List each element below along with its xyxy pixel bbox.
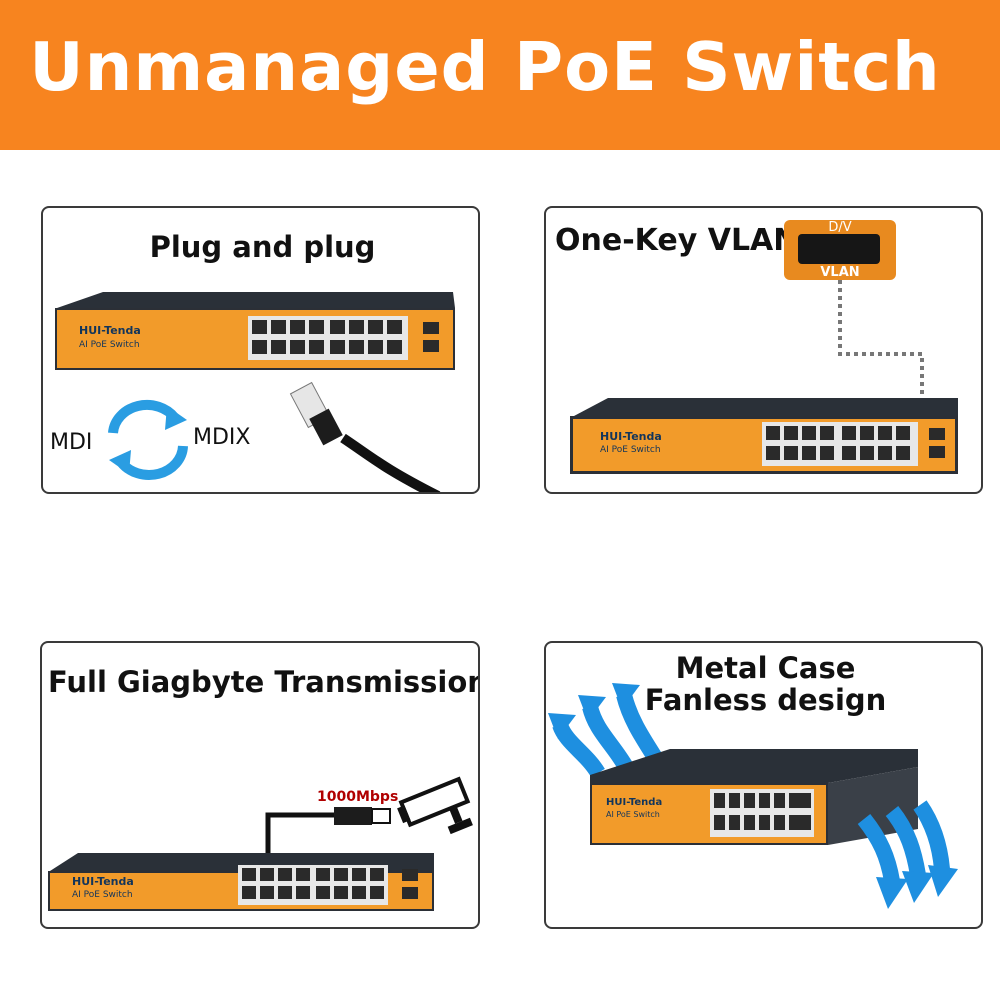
title-banner: Unmanaged PoE Switch — [0, 0, 1000, 150]
switch-model-3: AI PoE Switch — [72, 890, 133, 900]
switch-image-2: HUI-Tenda AI PoE Switch — [570, 280, 958, 474]
switch-brand-2: HUI-Tenda — [600, 430, 662, 443]
switch-model-2: AI PoE Switch — [600, 445, 661, 455]
switch-image-1: HUI-Tenda AI PoE Switch — [55, 292, 455, 492]
vlan-switch-bottom-label: VLAN — [820, 265, 860, 280]
switch-brand-1: HUI-Tenda — [79, 324, 141, 337]
panel-title-metal-line1: Metal Case — [675, 651, 856, 685]
panel-title-vlan: One-Key VLAN — [555, 223, 799, 258]
panel-title-plug: Plug and plug — [149, 230, 376, 264]
switch-image-4: HUI-Tenda AI PoE Switch — [548, 683, 958, 909]
panel-one-key-vlan: One-Key VLAN D/V VLAN HUI-Tenda AI PoE S… — [544, 206, 983, 494]
banner-title: Unmanaged PoE Switch — [29, 28, 941, 106]
speed-label: 1000Mbps — [317, 789, 399, 805]
switch-image-3: HUI-Tenda AI PoE Switch — [48, 776, 473, 911]
vlan-switch-key: D/V VLAN — [784, 220, 896, 280]
switch-brand-3: HUI-Tenda — [72, 875, 134, 888]
mdi-label: MDI — [50, 430, 93, 455]
switch-brand-4: HUI-Tenda — [606, 797, 662, 808]
panel-title-gigabit: Full Giagbyte Transmission — [48, 665, 480, 699]
vlan-switch-knob — [798, 234, 880, 264]
panel-metal-case: Metal Case Fanless design HUI-Tenda AI P… — [544, 641, 983, 929]
vlan-switch-top-label: D/V — [828, 220, 852, 235]
switch-model-4: AI PoE Switch — [606, 810, 660, 819]
panel-plug-and-play: Plug and plug HUI-Tenda AI PoE Switch MD… — [41, 206, 480, 494]
panel-title-metal-line2: Fanless design — [644, 683, 887, 717]
panel-gigabit-transmission: Full Giagbyte Transmission HUI-Tenda AI … — [40, 641, 480, 929]
switch-model-1: AI PoE Switch — [79, 340, 140, 350]
mdix-label: MDIX — [193, 425, 251, 450]
